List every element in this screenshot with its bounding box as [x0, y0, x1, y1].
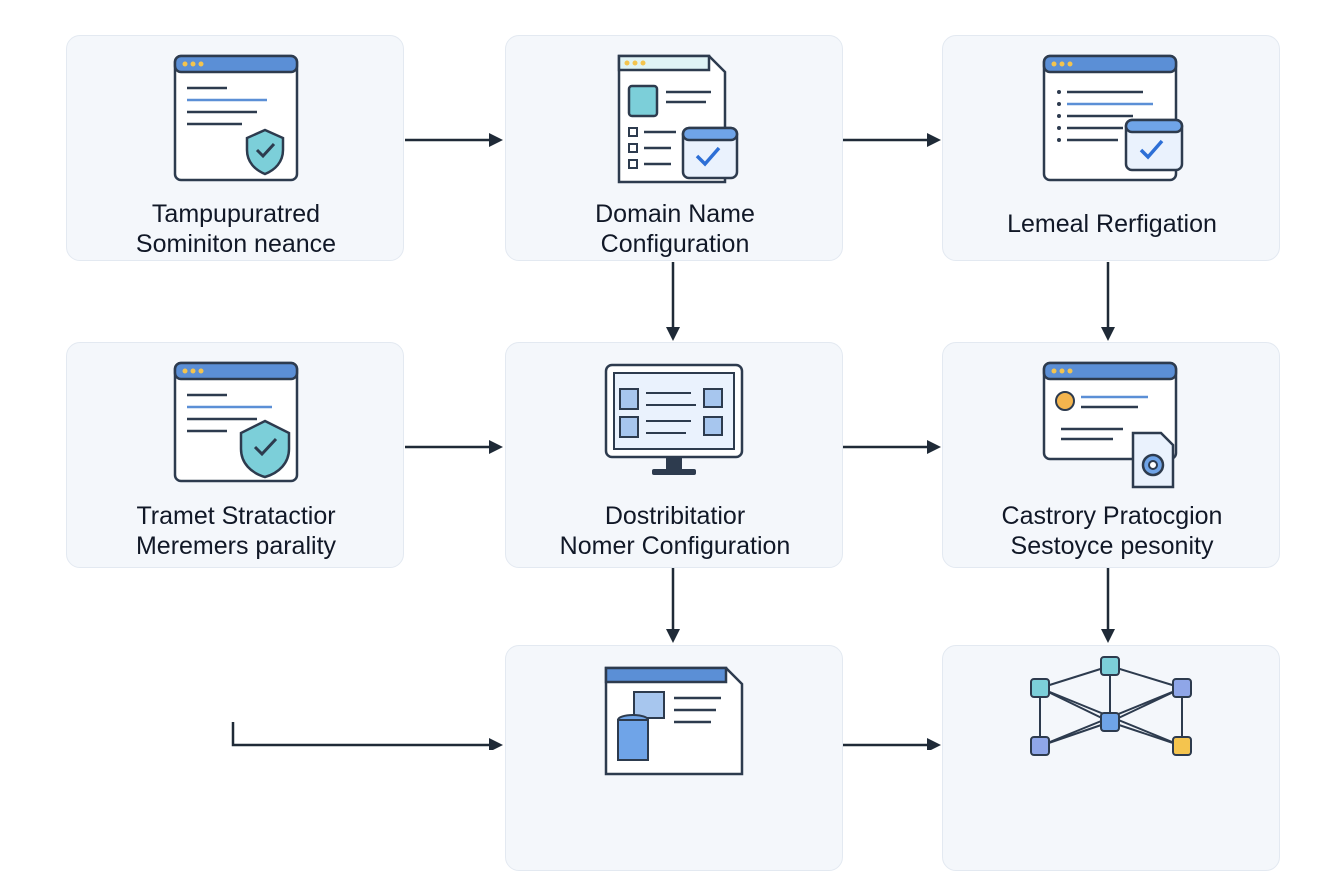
node-subtitle: Meremers parality: [135, 532, 337, 560]
node-domain-name-configuration: Domain Name Configuration: [505, 35, 843, 261]
flow-diagram: Tampupuratred Sominiton neance Domain Na…: [66, 35, 1280, 871]
desktop-monitor-icon: [604, 363, 744, 475]
node-title: Domain Name: [595, 200, 755, 228]
browser-window-shield-check-icon: [173, 361, 299, 483]
node-tampupuratred: Tampupuratred Sominiton neance: [66, 35, 404, 261]
node-title: Lemeal Rerfigation: [1007, 210, 1217, 238]
node-subtitle: Nomer Configuration: [559, 532, 791, 560]
node-network-graph: [942, 645, 1280, 871]
node-title: Dostribitatior: [604, 502, 746, 530]
node-database-document: [505, 645, 843, 871]
browser-window-shield-check-icon: [173, 54, 299, 182]
node-tramet-stratactior: Tramet Stratactior Meremers parality: [66, 342, 404, 568]
database-document-icon: [604, 666, 744, 776]
browser-window-checkbox-icon: [1042, 54, 1184, 182]
node-lemeal-rerfigation: Lemeal Rerfigation: [942, 35, 1280, 261]
node-castrory-pratocgion: Castrory Pratocgion Sestoyce pesonity: [942, 342, 1280, 568]
network-graph-icon: [1030, 656, 1192, 756]
document-checklist-icon: [617, 54, 739, 184]
arrow-left-to-n7: [231, 722, 503, 750]
node-title: Tramet Stratactior: [136, 502, 336, 530]
browser-window-gear-file-icon: [1042, 361, 1178, 489]
node-title: Castrory Pratocgion: [1001, 502, 1223, 530]
node-subtitle: Configuration: [600, 230, 750, 258]
node-subtitle: Sestoyce pesonity: [1010, 532, 1214, 560]
node-subtitle: Sominiton neance: [135, 230, 337, 258]
node-title: Tampupuratred: [151, 200, 321, 228]
node-dostribitatior: Dostribitatior Nomer Configuration: [505, 342, 843, 568]
